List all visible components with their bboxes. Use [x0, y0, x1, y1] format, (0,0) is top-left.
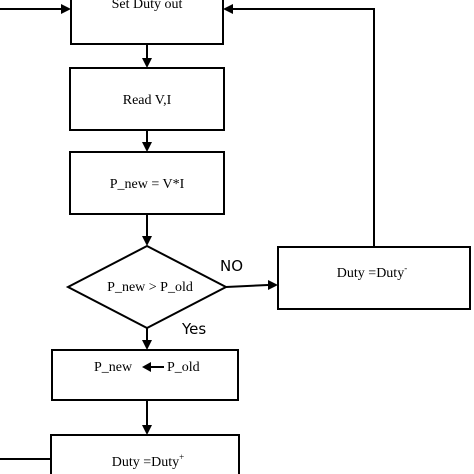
compute-power-label: P_new = V*I	[110, 177, 185, 192]
update-power-right: P_old	[167, 360, 200, 375]
duty-decrease-base: Duty =Duty	[337, 266, 404, 281]
arrow-decision-no-head	[268, 280, 278, 290]
arrow-decision-no	[225, 284, 269, 288]
feedback-loop-right	[233, 8, 375, 247]
assign-arrow-head	[142, 362, 151, 372]
arrow-set-to-read-head	[142, 58, 152, 68]
duty-increase-sup: +	[179, 452, 184, 462]
update-power-box	[51, 349, 239, 401]
arrow-read-to-compute-head	[142, 142, 152, 152]
duty-decrease-sup: -	[404, 263, 407, 273]
arrow-decision-to-update-head	[142, 340, 152, 350]
yes-label: Yes	[181, 320, 206, 338]
duty-decrease-label: Duty =Duty-	[337, 263, 407, 281]
update-power-left: P_new	[94, 360, 133, 375]
no-label: NO	[220, 257, 243, 275]
read-vi-label: Read V,I	[123, 93, 172, 108]
read-vi-box	[69, 67, 225, 131]
set-duty-box	[70, 0, 224, 45]
duty-increase-label: Duty =Duty+	[112, 452, 184, 470]
arrow-compute-to-decision-head	[142, 236, 152, 246]
duty-decrease-box	[277, 246, 471, 310]
decision-label: P_new > P_old	[107, 280, 193, 295]
arrow-update-to-increase-head	[142, 425, 152, 435]
feedback-loop-left-top-head	[61, 4, 71, 14]
set-duty-label: Set Duty out	[112, 0, 183, 12]
duty-increase-base: Duty =Duty	[112, 455, 179, 470]
feedback-loop-right-head	[223, 4, 233, 14]
